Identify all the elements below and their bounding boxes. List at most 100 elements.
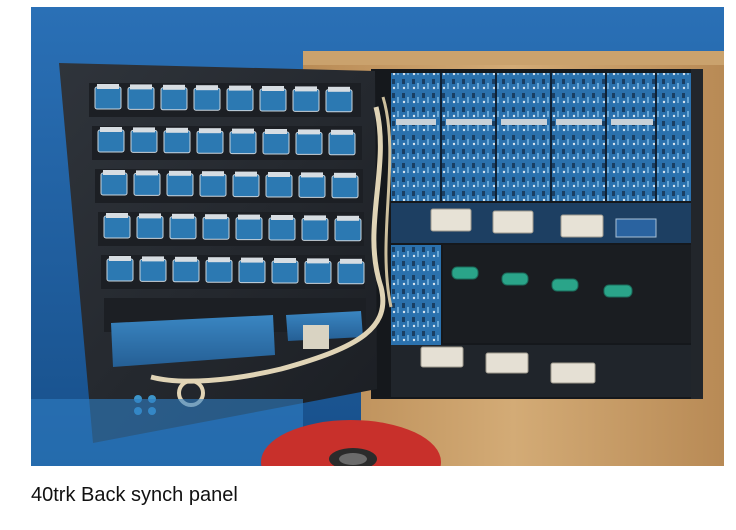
door-circuit-board — [111, 315, 275, 367]
door-module-tab — [331, 129, 353, 135]
door-module-tab — [295, 86, 317, 92]
logo-plate — [615, 218, 657, 238]
door-module — [205, 259, 233, 283]
door-module — [301, 217, 329, 241]
tape-reel-hub-ring — [339, 453, 367, 465]
door-module-tab — [172, 213, 194, 219]
door-module-tab — [175, 256, 197, 262]
door-module — [268, 217, 296, 241]
door-module — [331, 175, 359, 199]
door-module-tab — [298, 129, 320, 135]
door-module-tab — [262, 86, 284, 91]
door-module — [265, 174, 293, 198]
door-module — [259, 88, 287, 112]
door-module-tab — [271, 215, 293, 220]
door-module-tab — [196, 85, 218, 91]
door-module — [106, 258, 134, 282]
door-module-tab — [163, 84, 185, 90]
card-rack-label-strips — [396, 119, 653, 125]
door-module-tab — [340, 258, 362, 264]
door-module-tab — [238, 214, 260, 220]
door-module-tab — [241, 257, 263, 263]
door-modules — [89, 83, 366, 332]
door-module — [271, 260, 299, 284]
door-module — [160, 87, 188, 111]
photo-back-synch-panel — [31, 7, 724, 466]
door-module — [103, 215, 131, 239]
door-module — [292, 88, 320, 112]
door-module — [94, 86, 122, 110]
door-module — [262, 131, 290, 155]
photo-illustration — [31, 7, 724, 466]
green-connectors — [451, 266, 633, 298]
door-module-tab — [130, 84, 152, 90]
ribbon-connectors — [430, 208, 604, 238]
door-module-tab — [265, 129, 287, 134]
door-module — [337, 261, 365, 285]
door-module — [127, 86, 155, 110]
door-module-tab — [301, 172, 323, 178]
door-module — [325, 89, 353, 113]
door-panel — [59, 63, 377, 443]
door-module — [100, 172, 128, 196]
lower-ribbon-connectors — [420, 346, 596, 384]
photo-caption: 40trk Back synch panel — [31, 484, 238, 506]
door-module-tab — [235, 171, 257, 177]
door-module — [139, 258, 167, 282]
door-module-tab — [334, 172, 356, 178]
door-module-tab — [205, 214, 227, 220]
cabinet-rail — [691, 69, 703, 399]
middle-shelf — [443, 245, 691, 343]
card-rack-upper-dividers — [440, 73, 657, 201]
door-module — [172, 259, 200, 283]
door-module-tab — [103, 170, 125, 175]
door-module — [163, 130, 191, 154]
door-module-tab — [106, 213, 128, 218]
door-module-tab — [268, 172, 290, 177]
door-module — [133, 172, 161, 196]
door-module-tab — [166, 127, 188, 133]
door-module-tab — [202, 171, 224, 177]
door-module-tab — [337, 215, 359, 221]
door-module-tab — [328, 86, 350, 92]
card-rack-middle — [391, 245, 441, 345]
door-module-tab — [169, 170, 191, 176]
door-module-tab — [304, 215, 326, 221]
door-module — [235, 217, 263, 241]
door-module — [328, 132, 356, 156]
door-module-tab — [97, 84, 119, 89]
door-module — [229, 131, 257, 155]
door-module-tab — [142, 256, 164, 262]
door-module-tab — [133, 127, 155, 133]
door-module-tab — [232, 128, 254, 134]
wiring-harness — [150, 106, 386, 384]
door-module-tab — [109, 256, 131, 261]
door-module — [193, 87, 221, 111]
door-module-tab — [208, 257, 230, 263]
floor — [31, 399, 303, 466]
door-module — [97, 129, 125, 153]
capacitor-block — [303, 325, 329, 349]
door-module — [232, 174, 260, 198]
door-module — [334, 218, 362, 242]
door-module — [196, 130, 224, 154]
door-module — [169, 216, 197, 240]
cabinet-top-edge — [303, 51, 724, 65]
tape-reel — [261, 420, 441, 466]
door-module — [298, 174, 326, 198]
door-module-tab — [229, 85, 251, 91]
door-module — [130, 129, 158, 153]
wiring-harness-secondary — [381, 96, 393, 308]
door-module-tab — [199, 128, 221, 134]
door-module-tab — [136, 170, 158, 176]
door-module — [202, 216, 230, 240]
card-rack-upper — [391, 73, 691, 201]
door-module-tab — [307, 258, 329, 264]
door-module — [136, 215, 164, 239]
door-module — [238, 260, 266, 284]
door-module — [295, 131, 323, 155]
door-module-tab — [274, 258, 296, 263]
door-module — [166, 173, 194, 197]
door-module-tab — [139, 213, 161, 219]
door-module — [304, 260, 332, 284]
